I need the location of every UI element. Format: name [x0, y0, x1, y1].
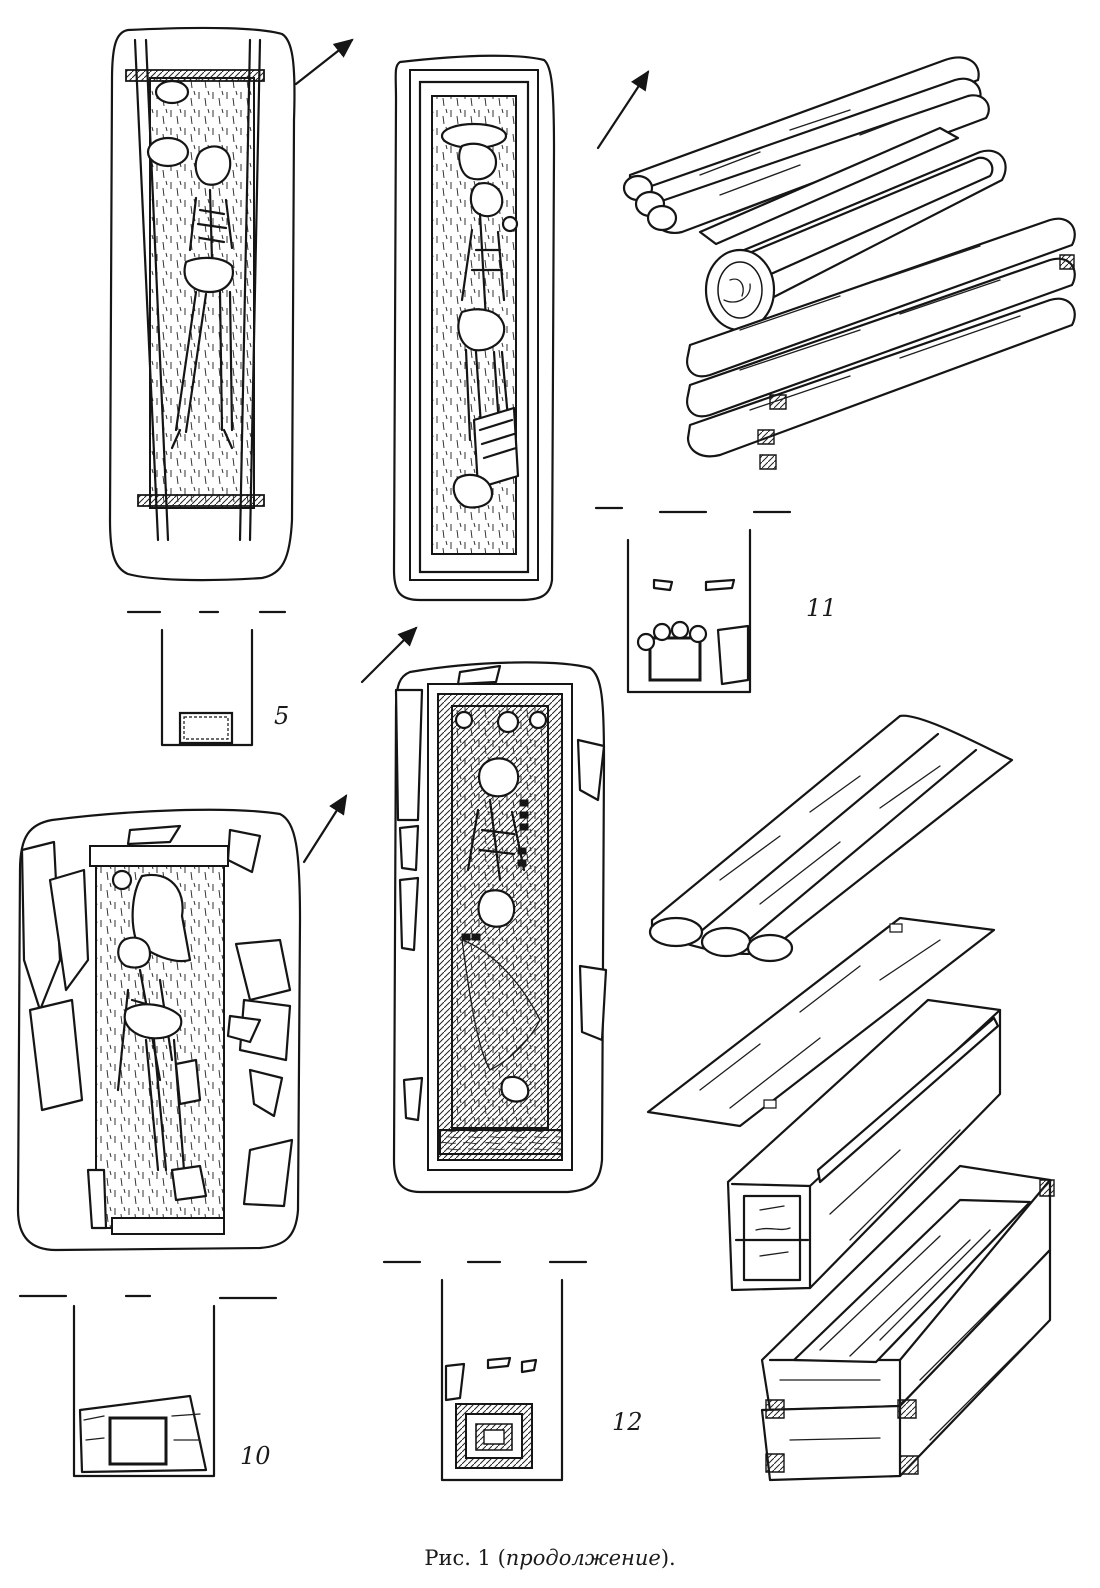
plan-10-burial: [18, 810, 300, 1250]
arrow-icon: [598, 70, 650, 148]
plan-5-burial: [110, 28, 295, 580]
section-10: [20, 1296, 276, 1476]
arrow-icon: [296, 38, 354, 84]
skeleton-plan-5: [148, 81, 233, 448]
plan-top-center-burial: [394, 56, 554, 600]
figure-label-5: 5: [274, 702, 290, 730]
figure-label-12: 12: [612, 1408, 643, 1436]
arrow-icon: [304, 794, 348, 862]
direction-arrows: [296, 38, 650, 862]
figure-label-11: 11: [806, 594, 837, 622]
section-5: [128, 612, 285, 745]
log-coffin-isometric: [624, 57, 1075, 469]
figure-label-10: 10: [240, 1442, 271, 1470]
section-12: [384, 1262, 586, 1480]
caption-italic: продолжение: [505, 1546, 661, 1570]
plank-coffin-isometric: [648, 716, 1054, 1480]
caption-suffix: ).: [660, 1546, 676, 1570]
figure-caption: Рис. 1 (продолжение).: [0, 1546, 1100, 1570]
section-11: [596, 508, 790, 692]
plan-12-burial: [394, 662, 606, 1192]
arrow-icon: [362, 626, 418, 682]
vertebrae-marks: [462, 800, 528, 940]
caption-prefix: Рис. 1 (: [424, 1546, 506, 1570]
